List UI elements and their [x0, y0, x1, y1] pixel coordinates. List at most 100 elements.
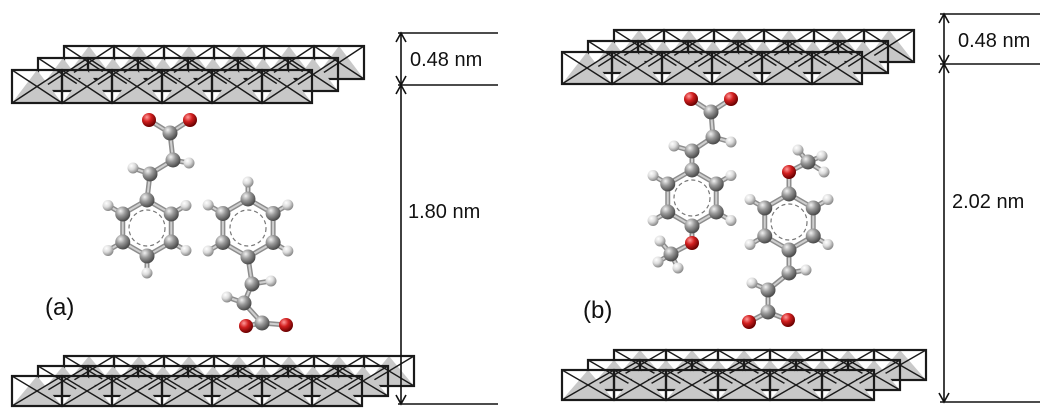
- hydrogen-atom: [102, 245, 114, 256]
- hydrogen-atom: [725, 136, 737, 148]
- hydrogen-atom: [282, 245, 294, 257]
- octahedron: [760, 50, 814, 86]
- oxygen-atom: [742, 315, 756, 329]
- carbon-atom: [240, 191, 256, 207]
- octahedron: [10, 374, 64, 408]
- carbon-atom: [760, 304, 776, 320]
- carbon-atom: [265, 235, 281, 250]
- hydrogen-atom: [668, 140, 680, 152]
- octahedron: [260, 68, 314, 105]
- hydrogen-atom: [725, 215, 737, 226]
- hydrogen-atom: [822, 194, 834, 205]
- molecule-methoxycinnamate-upper: [647, 92, 738, 274]
- carbon-atom: [800, 154, 816, 170]
- octahedron: [716, 368, 772, 402]
- hydrogen-atom: [647, 215, 659, 226]
- octahedron: [260, 374, 314, 408]
- hydrogen-atom: [180, 245, 192, 256]
- octahedron: [810, 50, 864, 86]
- hydrogen-atom: [822, 239, 834, 250]
- hydrogen-atom: [816, 150, 828, 162]
- aromatic-ring-indicator: [128, 209, 166, 247]
- layer-thickness-label: 0.48 nm: [958, 30, 1030, 52]
- carbon-atom: [163, 206, 179, 222]
- carbon-atom: [163, 234, 179, 250]
- carbon-atom: [139, 192, 155, 208]
- oxygen-atom: [279, 318, 293, 332]
- carbon-atom: [244, 276, 260, 292]
- hydroxide-layer-top: [10, 44, 366, 105]
- octahedra-row: [560, 368, 876, 402]
- octahedron: [210, 68, 264, 105]
- octahedron: [610, 50, 664, 86]
- carbon-atom: [760, 282, 776, 298]
- hydrogen-atom: [672, 262, 684, 274]
- atoms: [102, 113, 197, 279]
- dimension-markers: [395, 31, 498, 406]
- carbon-atom: [781, 242, 797, 258]
- octahedron: [820, 368, 876, 402]
- carbon-atom: [708, 204, 724, 220]
- hydrogen-atom: [183, 157, 195, 169]
- carbon-atom: [139, 248, 155, 264]
- carbon-atom: [660, 204, 676, 220]
- carbon-atom: [757, 200, 773, 216]
- octahedron: [560, 368, 616, 402]
- hydroxide-layer-bottom: [560, 348, 928, 402]
- oxygen-atom: [684, 92, 698, 106]
- octahedra-row: [10, 68, 314, 105]
- carbon-atom: [236, 295, 252, 311]
- octahedron: [660, 50, 714, 86]
- octahedron: [110, 68, 164, 105]
- carbon-atom: [805, 200, 821, 216]
- hydrogen-atom: [202, 245, 214, 257]
- carbon-atom: [115, 234, 131, 250]
- hydrogen-atom: [242, 176, 254, 188]
- dimension-markers: [938, 12, 1040, 404]
- octahedra-row: [10, 374, 364, 408]
- panel-label: (a): [45, 294, 74, 321]
- oxygen-atom: [724, 92, 738, 106]
- octahedron: [60, 68, 114, 105]
- molecule-cinnamate-upper: [102, 113, 197, 279]
- carbon-atom: [705, 129, 721, 145]
- aromatic-ring-indicator: [229, 209, 267, 247]
- hydrogen-atom: [282, 199, 294, 211]
- hydrogen-atom: [221, 291, 233, 303]
- octahedra-row: [560, 50, 864, 86]
- hydrogen-atom: [725, 170, 737, 181]
- hydrogen-atom: [818, 166, 830, 178]
- carbon-atom: [684, 143, 700, 159]
- oxygen-atom: [183, 113, 197, 127]
- carbon-atom: [115, 206, 131, 222]
- hydrogen-atom: [792, 144, 804, 156]
- hydrogen-atom: [141, 267, 153, 279]
- carbon-atom: [781, 265, 797, 281]
- oxygen-atom: [239, 319, 253, 333]
- atoms: [742, 144, 834, 329]
- octahedron: [310, 374, 364, 408]
- hydrogen-atom: [744, 194, 756, 205]
- panel-label: (b): [583, 297, 612, 324]
- hydrogen-atom: [127, 162, 139, 174]
- carbon-atom: [142, 166, 158, 182]
- carbon-atom: [708, 176, 724, 192]
- carbon-atom: [162, 125, 178, 141]
- oxygen-atom: [685, 236, 699, 250]
- carbon-atom: [265, 206, 281, 221]
- octahedron: [60, 374, 114, 408]
- hydrogen-atom: [654, 235, 666, 247]
- oxygen-atom: [782, 165, 796, 179]
- carbon-atom: [663, 246, 679, 262]
- carbon-atom: [684, 218, 700, 234]
- molecule-cinnamate-lower: [202, 176, 294, 333]
- atoms: [202, 176, 294, 333]
- hydrogen-atom: [265, 275, 277, 287]
- hydrogen-atom: [746, 277, 758, 289]
- hydrogen-atom: [800, 264, 812, 276]
- panel-b: 0.48 nm 2.02 nm (b): [560, 12, 1040, 404]
- carbon-atom: [781, 186, 797, 202]
- hydrogen-atom: [744, 239, 756, 250]
- carbon-atom: [215, 235, 231, 250]
